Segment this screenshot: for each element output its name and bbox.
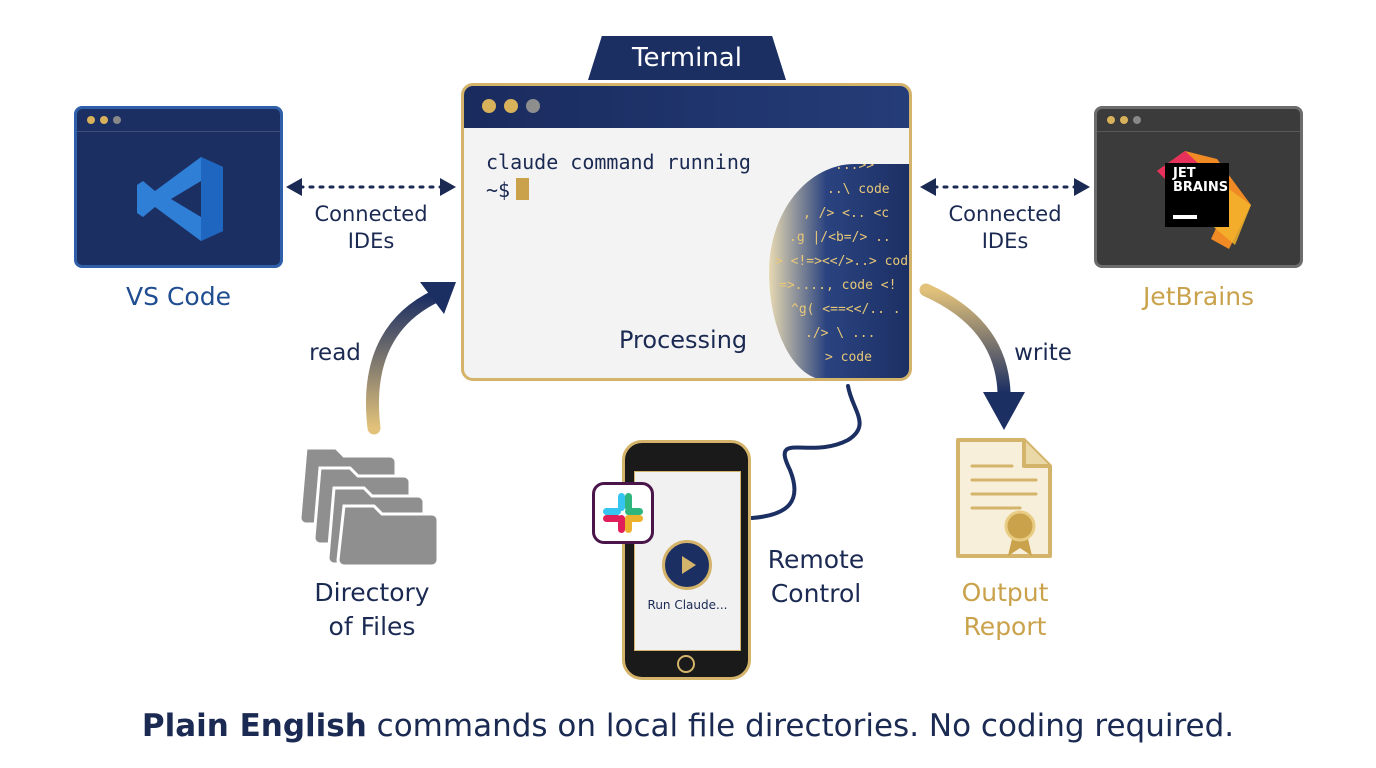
read-arrow — [366, 282, 456, 435]
terminal-prompt: ~$ — [486, 178, 511, 202]
vscode-label: VS Code — [126, 282, 231, 311]
left-ide-link-arrow — [286, 178, 456, 196]
slack-icon — [592, 482, 654, 544]
code-stream-line: ./> \ ... — [805, 326, 876, 341]
terminal-tab: Terminal — [588, 36, 786, 80]
write-label: write — [1014, 340, 1072, 366]
phone-screen: Run Claude... — [634, 471, 741, 651]
code-stream-line: =>...., code <! — [779, 278, 897, 293]
phone: Run Claude... — [622, 440, 751, 680]
remote-cable — [750, 384, 862, 520]
footer-rest-text: commands on local file directories. No c… — [366, 708, 1235, 744]
directory-label-line2: of Files — [328, 612, 416, 641]
terminal-titlebar — [464, 86, 909, 128]
jetbrains-logo-text-line1: JET — [1173, 166, 1196, 181]
vscode-logo-icon — [137, 157, 223, 241]
left-ide-link-label-line1: Connected — [314, 202, 428, 226]
code-stream-line: , /> <.. <c — [803, 206, 890, 221]
terminal-cursor — [516, 178, 530, 200]
right-ide-link-label-line1: Connected — [948, 202, 1062, 226]
right-ide-link-arrow — [920, 178, 1090, 196]
write-arrow — [919, 283, 1025, 430]
jetbrains-window: JET BRAINS — [1094, 106, 1303, 268]
slack-logo-icon — [603, 493, 643, 533]
jetbrains-label: JetBrains — [1142, 282, 1255, 311]
terminal-command-area: claude command running ~$ — [486, 148, 751, 204]
jetbrains-logo-text-line2: BRAINS — [1173, 180, 1229, 195]
run-claude-label: Run Claude... — [647, 598, 728, 612]
output-label-line2: Report — [963, 612, 1047, 641]
code-stream-line: .g |/<b=/> .. — [789, 230, 891, 245]
vscode-titlebar — [77, 109, 280, 132]
code-stream: ...>> ..\ code , /> <.. <c .g |/<b=/> ..… — [769, 164, 909, 378]
remote-label-line1: Remote — [767, 545, 865, 574]
jetbrains-titlebar — [1097, 109, 1300, 132]
code-stream-line: > code — [825, 350, 872, 365]
output-label-line1: Output — [961, 578, 1049, 607]
processing-label: Processing — [619, 326, 748, 354]
play-icon — [682, 556, 696, 574]
right-ide-link-label-line2: IDEs — [981, 229, 1029, 253]
jetbrains-logo-icon — [1157, 151, 1251, 249]
left-ide-link-label-line2: IDEs — [347, 229, 395, 253]
phone-home-button — [677, 655, 695, 673]
terminal-window: claude command running ~$ ...>> ..\ code… — [461, 83, 912, 381]
vscode-window — [74, 106, 283, 268]
certificate-document-icon — [956, 438, 1052, 558]
code-stream-line: ..\ code — [827, 182, 890, 197]
code-stream-line: ^g( <==<</.. . — [791, 302, 901, 317]
terminal-command-line: claude command running — [486, 150, 751, 174]
read-label: read — [309, 340, 361, 366]
play-button[interactable] — [662, 540, 712, 590]
window-dot-icon — [504, 99, 518, 113]
directory-label-line1: Directory — [314, 578, 430, 607]
window-dot-icon — [482, 99, 496, 113]
remote-label-line2: Control — [770, 579, 862, 608]
footer-caption: Plain English commands on local file dir… — [0, 708, 1376, 744]
code-stream-line: > <!=><</>..> cod — [775, 254, 909, 269]
footer-bold-text: Plain English — [141, 708, 367, 744]
code-stream-line: ...>> — [835, 164, 882, 173]
window-dot-icon — [526, 99, 540, 113]
folders-icon — [298, 446, 440, 568]
